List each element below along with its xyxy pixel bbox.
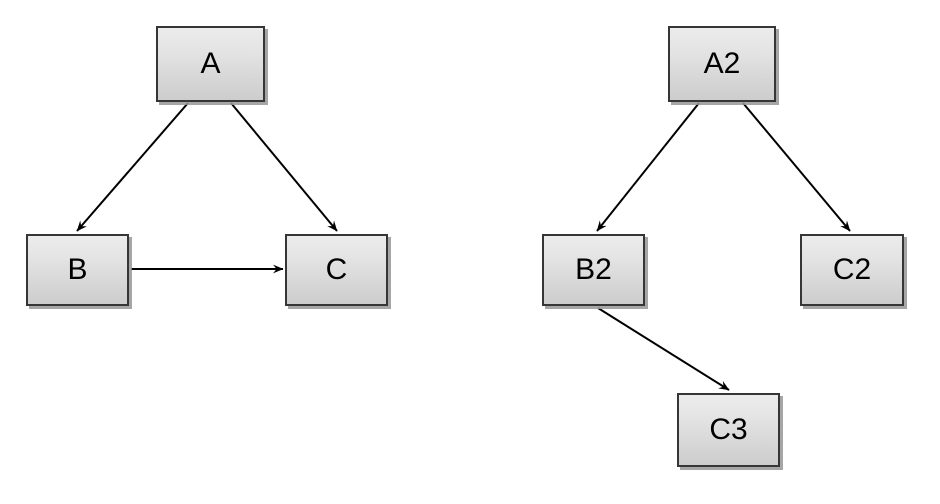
edge-a2-c2[interactable]: [742, 102, 851, 232]
node-label: C3: [709, 413, 748, 446]
node-c[interactable]: C: [285, 234, 388, 306]
node-b2[interactable]: B2: [542, 234, 645, 306]
edge-a-b[interactable]: [76, 102, 189, 232]
node-label: A2: [703, 47, 741, 80]
node-label: C2: [832, 253, 872, 286]
edge-a2-b2[interactable]: [596, 102, 700, 232]
node-label: C: [325, 253, 348, 286]
node-a[interactable]: A: [156, 26, 265, 102]
node-label: B: [67, 253, 88, 286]
node-c2[interactable]: C2: [800, 234, 904, 306]
node-c3[interactable]: C3: [677, 393, 780, 467]
edge-b2-c3[interactable]: [597, 307, 730, 391]
edge-a-c[interactable]: [230, 102, 338, 232]
node-label: A: [200, 47, 221, 80]
node-label: B2: [575, 253, 612, 286]
node-a2[interactable]: A2: [668, 26, 776, 102]
node-b[interactable]: B: [26, 234, 129, 306]
edges-group: [76, 102, 851, 391]
